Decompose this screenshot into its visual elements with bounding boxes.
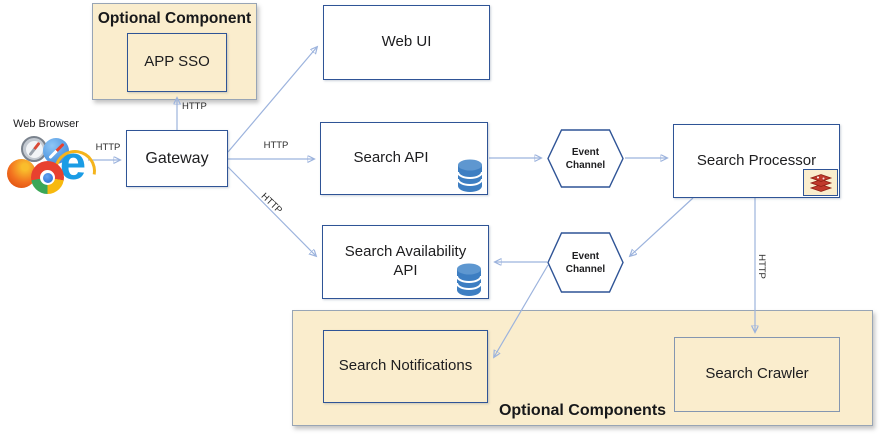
node-gateway-label: Gateway [145,149,209,167]
group-optional-components-label: Optional Components [498,402,667,419]
node-event-channel-2: Event Channel [547,232,624,293]
edge-label-gateway-search-api: HTTP [263,140,289,151]
internet-explorer-icon: e [59,136,87,189]
hexagon-shape [547,232,624,293]
redis-badge [803,169,838,196]
node-search-api: Search API [320,122,488,195]
node-search-processor-label: Search Processor [696,151,817,169]
group-optional-component-label: Optional Component [97,10,252,27]
web-browser-icons: e [5,133,105,201]
node-search-api-label: Search API [353,149,429,167]
chrome-icon [31,161,64,194]
node-web-ui-label: Web UI [381,33,432,51]
node-web-ui: Web UI [323,5,490,80]
web-browser-label: Web Browser [13,118,79,130]
node-search-crawler-label: Search Crawler [705,365,809,383]
redis-icon [809,173,832,192]
edge-event-channel-2-to-search-notifications [494,264,549,357]
edge-gateway-to-web-ui [227,47,317,153]
node-app-sso: APP SSO [127,33,227,92]
edge-label-browser-gateway: HTTP [95,142,121,153]
node-event-channel-1-label: Event Channel [565,146,606,171]
node-search-availability-api-label: Search Availability API [344,243,467,279]
edge-label-gateway-app-sso: HTTP [182,101,207,112]
node-app-sso-label: APP SSO [144,53,210,71]
edge-label-processor-crawler: HTTP [755,254,767,279]
node-event-channel-1: Event Channel [547,129,624,188]
database-icon [456,263,482,296]
safari-icon [43,138,69,164]
database-icon [457,159,483,192]
node-gateway: Gateway [126,130,228,187]
node-search-availability-api: Search Availability API [322,225,489,299]
node-search-notifications: Search Notifications [323,330,488,403]
node-search-crawler: Search Crawler [674,337,840,412]
edge-gateway-to-search-availability-api [227,166,316,256]
hexagon-shape [547,129,624,188]
edge-search-processor-to-event-channel-2 [630,197,694,256]
node-search-notifications-label: Search Notifications [338,357,473,375]
node-event-channel-2-label: Event Channel [565,250,606,275]
chrome-ring [40,170,55,185]
node-search-processor: Search Processor [673,124,840,198]
chrome-core [42,172,53,183]
